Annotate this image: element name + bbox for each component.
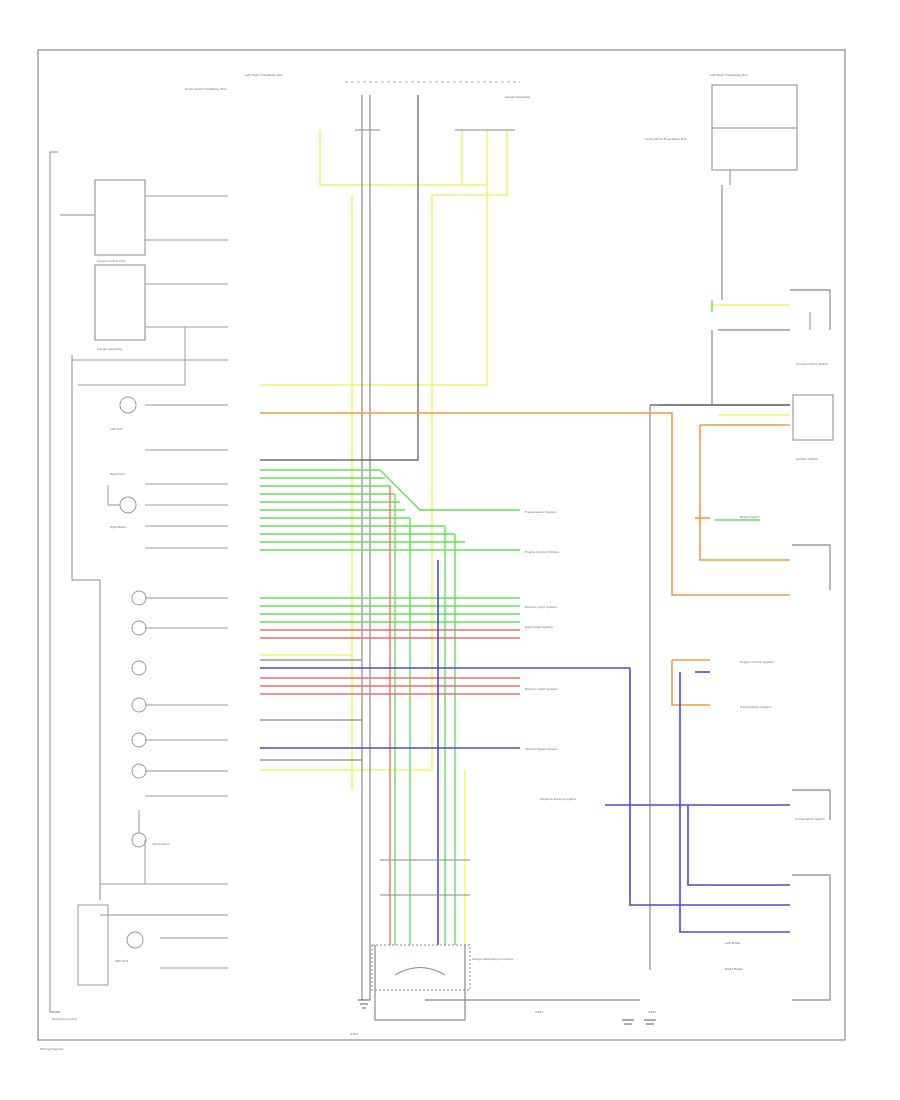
indicator-bulb-icon [131,763,147,779]
srs-unit-label: SRS Unit [115,959,129,963]
bottom-connector-block [371,944,471,991]
footer-label: Wiring Diagram [40,1047,64,1051]
left-turn-bulb-icon [119,396,137,414]
ground-icon [644,1019,656,1025]
ignition-switch-label: Ignition Switch [796,457,818,461]
ground-mid-label: G402 [535,1010,543,1014]
gray-wires [260,95,831,1021]
dark-wires [260,95,790,461]
cruise-switch-label: Cruise Control Switch [796,362,828,366]
dash-light-label: Dash Light System [525,625,553,629]
indicator-bulb-icon [131,620,147,636]
ground-icon [622,1019,634,1025]
indicator-bulbs [77,327,186,986]
left-brake-label: Left Brake [725,941,740,945]
engine-control-label: Engine Control Module [525,550,559,554]
top-right-fuse-box [711,84,798,185]
indicator-bulb-icon [131,697,147,713]
engine-control2-label: Engine Control System [740,660,774,664]
left-turn-label: Left Turn [110,427,123,431]
indicator-bulb-icon [131,660,147,676]
indicator-bulb-icon [131,732,147,748]
gauge-assembly-label: Gauge Assembly [97,347,122,351]
ground-symbols [358,999,656,1025]
indicator-bulb-icon [131,590,147,606]
illumination-label: Illumination [152,842,170,846]
ground-icon [358,999,370,1009]
top-left-desc-label: Under-Dash Fuse/Relay Box [185,87,226,91]
left-terminal-lines [72,195,228,969]
top-mid-desc-label: Gauge Assembly [505,95,530,99]
trans-control-label: Transmission System [739,705,772,709]
cruise-control-unit [60,179,146,341]
top-right-desc-label: Under-Hood Fuse/Relay Box [645,137,687,141]
illumination-bulb-icon [131,832,147,848]
cruise-control-unit-label: Cruise Control Unit [97,259,126,263]
top-center-fuse-label: Left Dash Fuse/Relay Box [245,73,283,77]
brake-switch-label: Brake Switch [740,515,760,519]
daytime-lights-label: Daytime Running Lights [540,797,576,801]
vss-label: Vehicle Speed Sensor [525,747,558,751]
diagram-frame [37,49,846,1041]
orange-wires [260,412,790,706]
ground-right-label: G201 [648,1010,656,1014]
exterior-light2-label: Exterior Light System [525,687,557,691]
top-right-fuse-label: Left Dash Fuse/Relay Box [710,73,748,77]
green-wires [260,300,760,945]
blue-wires [260,560,790,945]
right-brake-label: Right Brake [725,967,743,971]
ground-left-label: G401 [350,1032,358,1036]
combination-switch-label: Combination Switch [795,817,825,821]
exterior-light-label: Exterior Light System [525,605,557,609]
right-turn-label: Right Turn [110,472,125,476]
trans-system-label: Transmission System [524,510,557,514]
yellow-wires [260,130,790,945]
srs-bulb-icon [126,931,144,949]
harness-connector-ticks [355,129,515,896]
connector-bottom-label: Gauge Assembly Connector [472,957,514,961]
high-beam-bulb-icon [119,496,137,514]
figure-label: W/Cruise Control [52,1017,77,1021]
high-beam-label: High Beam [110,525,127,529]
gauge-assembly-bracket [49,151,101,1013]
red-wires [260,486,520,945]
right-components [792,312,834,441]
